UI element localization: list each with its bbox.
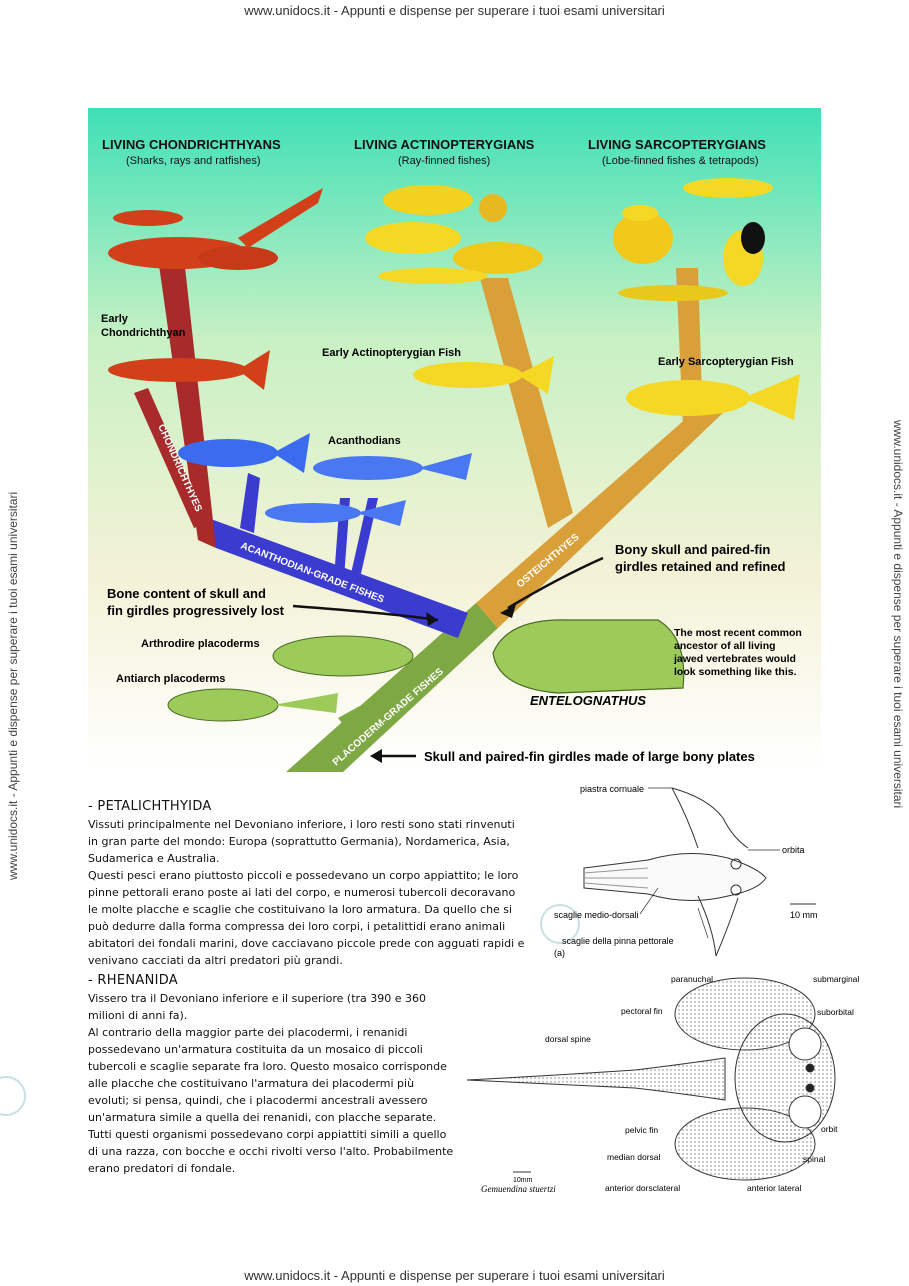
group-title-chondrichthyans: LIVING CHONDRICHTHYANS xyxy=(102,137,281,152)
acanthodian-stem-3 xyxy=(350,498,378,578)
label-arthrodire: Arthrodire placoderms xyxy=(141,638,260,650)
group-subtitle-chondrichthyans: (Sharks, rays and ratfishes) xyxy=(126,155,261,167)
label-antiarch: Antiarch placoderms xyxy=(116,673,225,685)
watermark-logo-icon xyxy=(540,904,580,944)
actino-branch xyxy=(480,278,573,528)
label-submarginal: submarginal xyxy=(813,974,859,984)
group-title-sarcopterygians: LIVING SARCOPTERYGIANS xyxy=(588,137,766,152)
petalichthyid-drawing xyxy=(583,787,767,957)
osteichthyes-trunk xyxy=(476,408,728,628)
label-bony-1: Bony skull and paired-fin xyxy=(615,542,770,557)
petalichthyid-diagram: piastra cornuale orbita scaglie medio-do… xyxy=(548,778,868,960)
gemuendina-diagram: paranuchal submarginal pectoral fin subo… xyxy=(465,968,885,1196)
arrow-bony-skull xyxy=(507,556,604,610)
watermark-logo-icon xyxy=(0,1076,26,1116)
sidebar-watermark-right: www.unidocs.it - Appunti e dispense per … xyxy=(891,420,905,809)
label-species: Gemuendina stuertzi xyxy=(481,1184,556,1194)
label-ancestor-1: The most recent common xyxy=(674,627,802,639)
sidebar-watermark-left: www.unidocs.it - Appunti e dispense per … xyxy=(6,491,20,880)
label-orbita: orbita xyxy=(782,845,805,855)
label-medio: scaglie medio-dorsali xyxy=(554,910,639,920)
label-ancestor-2: ancestor of all living xyxy=(674,640,776,652)
label-pectoral: pectoral fin xyxy=(621,1006,663,1016)
entelognathus-icon xyxy=(492,619,685,694)
early-sarcopterygian-icon xyxy=(626,374,800,420)
acanthodian-fish-icon xyxy=(178,433,472,526)
chondrichthyes-branch xyxy=(158,258,216,548)
label-paranuchal: paranuchal xyxy=(671,974,713,984)
placoderm-side-branch xyxy=(338,696,388,733)
label-entelognathus: ENTELOGNATHUS xyxy=(530,693,646,708)
label-early-chond-1: Early xyxy=(101,313,129,325)
gemuendina-drawing xyxy=(466,977,836,1181)
label-ancestor-3: jawed vertebrates would xyxy=(673,653,796,665)
label-panel: (a) xyxy=(554,948,565,958)
section-petalichthyida: - PETALICHTHYIDA Vissuti principalmente … xyxy=(88,798,528,969)
early-chondrichthyan-icon xyxy=(108,350,270,390)
arrow-bone-lost-head xyxy=(426,612,438,626)
label-pinna: scaglie della pinna pettorale xyxy=(562,936,674,946)
paragraph: Vissero tra il Devoniano inferiore e il … xyxy=(88,992,427,1022)
label-orbit: orbit xyxy=(821,1124,838,1134)
label-spinal: spinal xyxy=(803,1154,825,1164)
label-early-actino: Early Actinopterygian Fish xyxy=(322,347,461,359)
arrow-bony-skull-head xyxy=(500,604,516,618)
group-title-actinopterygians: LIVING ACTINOPTERYGIANS xyxy=(354,137,535,152)
section-rhenanida: - RHENANIDA Vissero tra il Devoniano inf… xyxy=(88,972,458,1177)
section-heading: - PETALICHTHYIDA xyxy=(88,799,212,814)
label-pelvic: pelvic fin xyxy=(625,1125,658,1135)
living-chondrichthyans-icon xyxy=(108,188,323,270)
page-footer: www.unidocs.it - Appunti e dispense per … xyxy=(244,1268,665,1283)
living-sarcopterygians-icon xyxy=(613,178,773,301)
label-median: median dorsal xyxy=(607,1152,661,1162)
label-bone-1: Bone content of skull and xyxy=(107,586,266,601)
antiarch-placoderm-icon xyxy=(167,688,338,722)
phylogeny-figure: LIVING CHONDRICHTHYANS (Sharks, rays and… xyxy=(88,108,821,772)
label-skull-plates: Skull and paired-fin girdles made of lar… xyxy=(424,749,755,764)
early-actinopterygian-icon xyxy=(413,356,554,394)
arrow-skull-plates-head xyxy=(370,749,382,763)
arrow-bone-lost xyxy=(292,604,439,622)
page-header: www.unidocs.it - Appunti e dispense per … xyxy=(244,3,665,18)
acanthodian-stem-1 xyxy=(240,473,260,533)
label-scale: 10 mm xyxy=(790,910,818,920)
label-early-sarco: Early Sarcopterygian Fish xyxy=(658,356,794,368)
label-bony-2: girdles retained and refined xyxy=(615,559,786,574)
section-heading: - RHENANIDA xyxy=(88,973,178,988)
label-suborbital: suborbital xyxy=(817,1007,854,1017)
label-early-chond-2: Chondrichthyan xyxy=(101,327,186,339)
label-bone-2: fin girdles progressively lost xyxy=(107,603,285,618)
paragraph: Al contrario della maggior parte dei pla… xyxy=(88,1026,454,1175)
label-al: anterior lateral xyxy=(747,1183,801,1193)
group-subtitle-sarcopterygians: (Lobe-finned fishes & tetrapods) xyxy=(602,155,759,167)
group-subtitle-actinopterygians: (Ray-finned fishes) xyxy=(398,155,490,167)
label-piastra: piastra cornuale xyxy=(580,784,644,794)
placoderm-branch xyxy=(286,603,498,772)
arthrodire-placoderm-icon xyxy=(272,635,414,677)
chondrichthyes-side xyxy=(134,388,208,528)
paragraph: Questi pesci erano piuttosto piccoli e p… xyxy=(88,869,525,967)
living-actinopterygians-icon xyxy=(365,185,543,284)
label-scale: 10mm xyxy=(513,1177,533,1184)
label-adl: anterior dorsclateral xyxy=(605,1183,680,1193)
label-dorsal: dorsal spine xyxy=(545,1034,591,1044)
label-acanthodians: Acanthodians xyxy=(328,435,401,447)
paragraph: Vissuti principalmente nel Devoniano inf… xyxy=(88,818,515,865)
label-ancestor-4: look something like this. xyxy=(674,666,797,678)
